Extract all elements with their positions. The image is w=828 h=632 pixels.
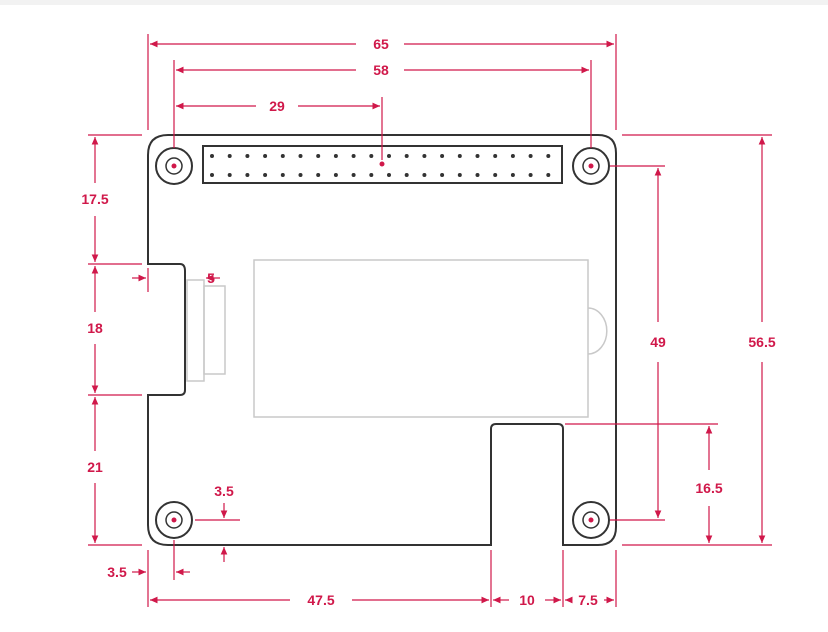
label-hole-inset-x: 3.5 [107,564,127,580]
extension-lines [88,34,772,607]
label-left-bottom: 21 [87,459,103,475]
header-pin [263,154,268,158]
mounting-hole-bottom-right [572,501,610,539]
header-pin [280,173,285,177]
header-pin [351,154,356,158]
header-pin [546,154,551,158]
label-hole-span-y: 49 [650,334,666,350]
header-pins [210,154,551,177]
header-pin [422,173,427,177]
label-cutout-margin: 7.5 [578,592,598,608]
header-pin [280,154,285,158]
header-pin [316,173,321,177]
header-pin [528,154,533,158]
label-overall-height: 56.5 [748,334,775,350]
header-pin [298,154,303,158]
header-pin [457,154,462,158]
label-header-offset: 29 [269,98,285,114]
header-pin [369,173,374,177]
label-cutout-height: 16.5 [695,480,722,496]
header-pin [475,154,480,158]
label-cutout-width: 10 [519,592,535,608]
header-pin [298,173,303,177]
label-hole-span-x: 58 [373,62,389,78]
header-pin [316,154,321,158]
header-pin [422,154,427,158]
header-pin [493,154,498,158]
side-connector [186,279,226,382]
mounting-hole-bottom-left [155,501,193,539]
header-pin [263,173,268,177]
label-hole-inset-y: 3.5 [214,483,234,499]
header-pin [387,154,391,158]
header-pin [404,173,409,177]
header-pin [333,154,338,158]
header-pin [227,154,232,158]
header-pin [333,173,338,177]
battery-holder-outline [253,259,608,418]
mounting-hole-top-left [155,147,193,185]
header-pin [440,154,445,158]
header-pin [493,173,498,177]
mounting-hole-top-right [572,147,610,185]
header-pin [210,154,214,158]
label-connector-protrusion: 5 [207,270,215,286]
header-pin [245,173,250,177]
header-pin [387,173,391,177]
header-pin [475,173,480,177]
label-bottom-left: 47.5 [307,592,334,608]
header-pin [440,173,445,177]
header-pin [510,154,515,158]
header-pin [404,154,409,158]
window-top-strip [0,0,828,5]
label-left-top: 17.5 [81,191,108,207]
label-overall-width: 65 [373,36,389,52]
header-pin [227,173,232,177]
label-left-connector: 18 [87,320,103,336]
header-pin [210,173,214,177]
header-pin [457,173,462,177]
header-pin [546,173,551,177]
board-outline [147,134,617,546]
header-pin [245,154,250,158]
header-pin [528,173,533,177]
header-pin [510,173,515,177]
header-pin [369,154,374,158]
header-reference-dot [379,161,385,167]
header-pin [351,173,356,177]
